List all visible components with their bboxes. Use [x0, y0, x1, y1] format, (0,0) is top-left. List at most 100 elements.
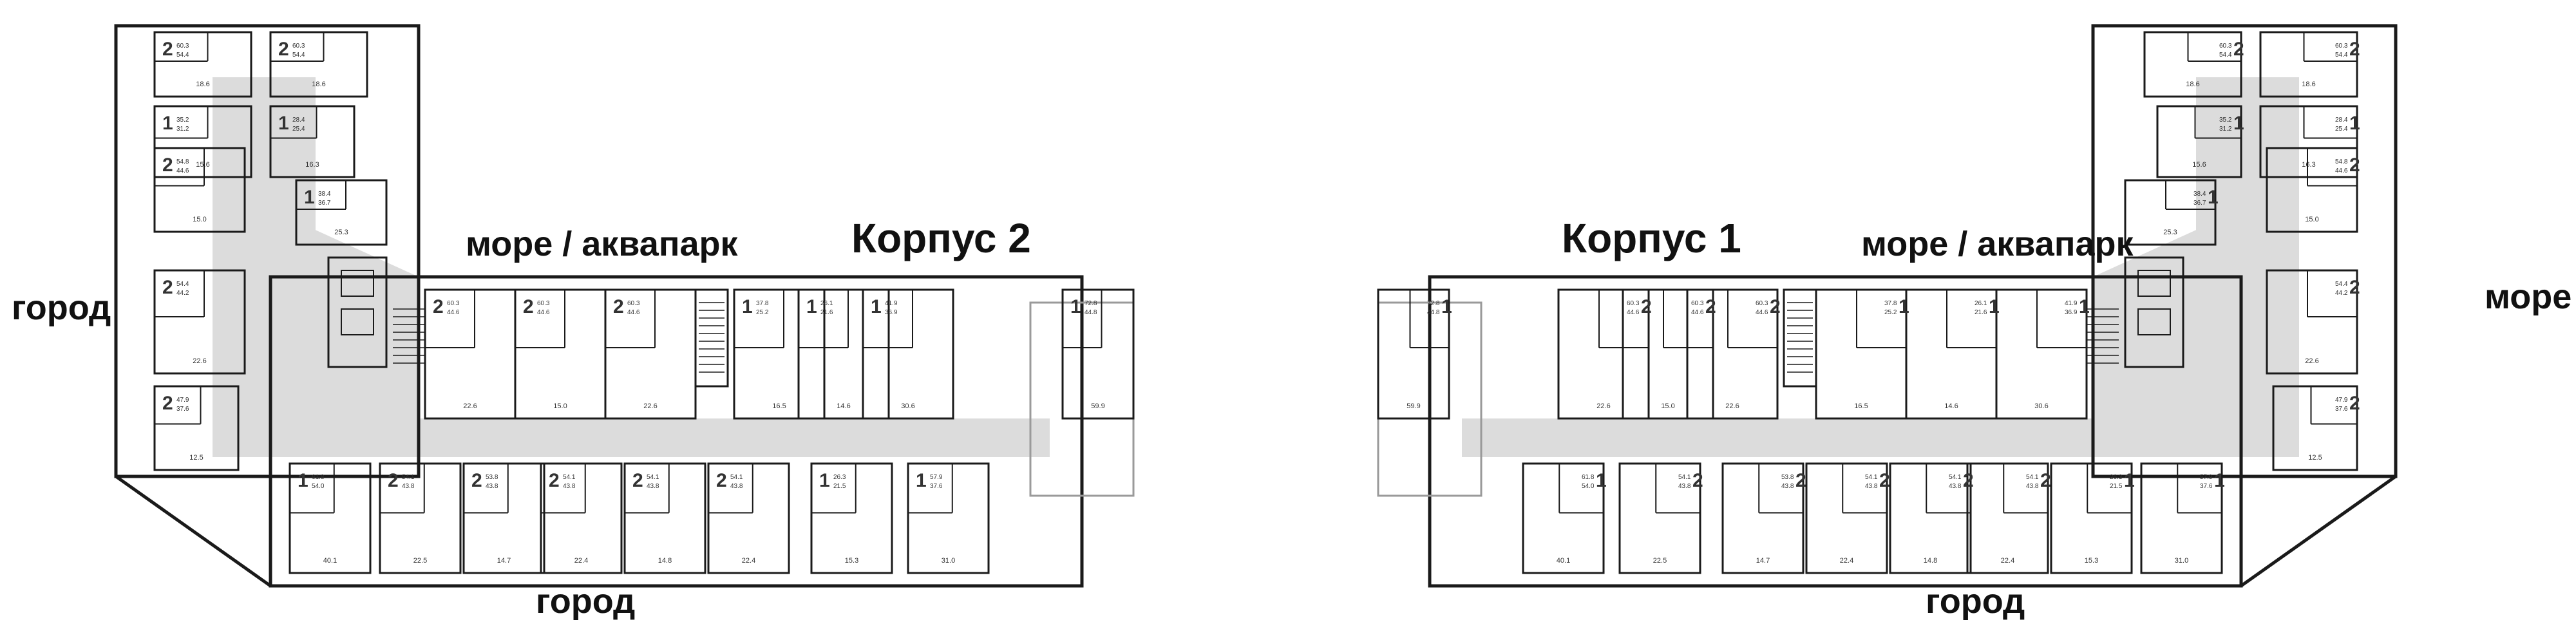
city-label-bottom-right: город: [1926, 582, 2025, 621]
corridor: [1462, 418, 2299, 457]
apartment-outline: [269, 105, 355, 178]
living-area: 43.8: [730, 483, 743, 490]
top-row-apartment: 141.936.930.6: [1995, 288, 2090, 420]
living-area: 25.4: [2335, 126, 2348, 133]
room-area: 22.4: [574, 557, 588, 565]
room-count: 2: [2349, 155, 2360, 176]
apartment-outline: [153, 147, 246, 233]
building-1-title: Корпус 1: [1562, 215, 1741, 261]
room-area: 22.5: [1653, 557, 1667, 565]
room-count: 2: [1641, 296, 1652, 317]
apartment-outline: [2272, 385, 2358, 471]
outer-wall-diagonal: [115, 474, 272, 588]
apartment-outline: [1966, 462, 2049, 574]
stair-lift-core: [1783, 256, 2184, 388]
room-count: 2: [2233, 39, 2244, 60]
living-area: 21.5: [2110, 483, 2123, 490]
living-area: 44.6: [447, 309, 460, 316]
total-area: 60.3: [1627, 300, 1640, 307]
room-count: 1: [304, 187, 315, 208]
room-count: 2: [471, 470, 482, 491]
apartment-outline: [2140, 462, 2223, 574]
total-area: 57.9: [930, 474, 943, 481]
room-area: 15.0: [2305, 216, 2318, 223]
room-area: 59.9: [1406, 402, 1420, 410]
room-count: 2: [278, 39, 289, 60]
living-area: 54.4: [2335, 52, 2348, 59]
living-area: 44.6: [1691, 309, 1704, 316]
living-area: 54.4: [2219, 52, 2232, 59]
room-count: 1: [2208, 187, 2219, 208]
room-count: 1: [1899, 296, 1909, 317]
apartment-outline: [379, 462, 462, 574]
living-area: 43.8: [2026, 483, 2039, 490]
room-area: 40.1: [1557, 557, 1570, 565]
room-count: 2: [1692, 470, 1703, 491]
room-area: 22.6: [1725, 402, 1739, 410]
living-area: 21.6: [820, 309, 833, 316]
total-area: 54.1: [2026, 474, 2039, 481]
living-area: 31.2: [2219, 126, 2232, 133]
room-area: 22.6: [193, 357, 206, 365]
total-area: 54.8: [2335, 158, 2348, 165]
room-area: 30.6: [901, 402, 914, 410]
apartment-outline: [1622, 288, 1714, 420]
total-area: 47.9: [176, 397, 189, 404]
room-count: 2: [1879, 470, 1890, 491]
total-area: 60.3: [627, 300, 640, 307]
bottom-row-apartment: 254.143.822.5: [1618, 462, 1703, 574]
room-count: 1: [2214, 470, 2225, 491]
apartment-outline: [2050, 462, 2133, 574]
living-area: 54.4: [292, 52, 305, 59]
total-area: 57.9: [2200, 474, 2213, 481]
room-area: 22.4: [742, 557, 755, 565]
room-area: 14.6: [1944, 402, 1958, 410]
bottom-row-apartment: 157.937.631.0: [2140, 462, 2225, 574]
outer-wall-main: [269, 275, 1084, 588]
room-area: 16.3: [305, 161, 319, 169]
living-area: 31.2: [176, 126, 189, 133]
living-area: 44.2: [176, 290, 189, 297]
outer-wall-wing: [2091, 24, 2398, 478]
living-area: 44.6: [627, 309, 640, 316]
total-area: 60.3: [447, 300, 460, 307]
corridor: [277, 212, 419, 418]
apartment-outline: [2266, 147, 2358, 233]
apartment-outline: [1805, 462, 1888, 574]
room-area: 22.6: [1596, 402, 1610, 410]
living-area: 44.6: [2335, 167, 2348, 174]
wing-apartment: 247.937.612.5: [2272, 385, 2360, 471]
total-area: 54.1: [1678, 474, 1691, 481]
stairwell: [694, 288, 729, 388]
apartment-outline: [862, 288, 954, 420]
room-area: 16.3: [2302, 161, 2315, 169]
outer-wall-wing: [114, 24, 421, 478]
living-area: 21.6: [1975, 309, 1987, 316]
room-area: 18.6: [2186, 80, 2199, 88]
apartment-outline: [733, 288, 826, 420]
lift-car: [341, 308, 374, 335]
living-area: 44.8: [1427, 309, 1440, 316]
living-area: 36.9: [2065, 309, 2078, 316]
room-count: 1: [2349, 113, 2360, 134]
total-area: 38.4: [2193, 191, 2206, 198]
bottom-row-apartment: 254.143.822.4: [1805, 462, 1890, 574]
bottom-row-apartment: 254.143.822.4: [1966, 462, 2051, 574]
living-area: 44.6: [1627, 309, 1640, 316]
room-area: 22.4: [2001, 557, 2014, 565]
living-area: 25.2: [1884, 309, 1897, 316]
room-count: 2: [613, 296, 624, 317]
top-row-apartment: 260.344.615.0: [1622, 288, 1716, 420]
room-count: 2: [388, 470, 399, 491]
room-area: 12.5: [189, 454, 203, 462]
stairwell: [1783, 288, 1817, 388]
